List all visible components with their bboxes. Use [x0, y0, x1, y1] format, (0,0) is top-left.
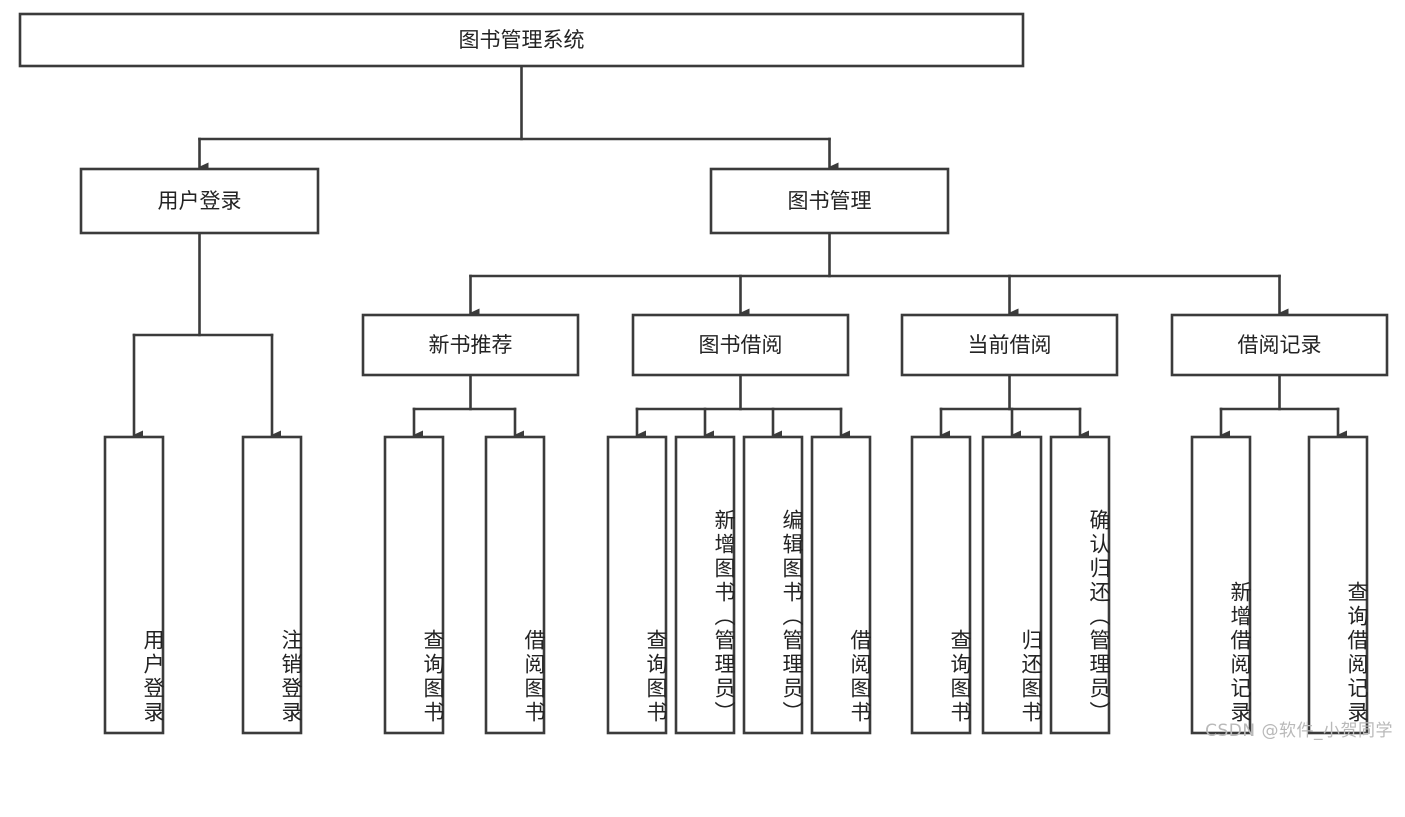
- node-book-borrow[interactable]: [631, 313, 850, 377]
- node-leaf-query-book-2[interactable]: [606, 435, 668, 735]
- flowchart-canvas: 图书管理系统用户登录图书管理新书推荐图书借阅当前借阅借阅记录 用户登录注销登录查…: [18, 12, 1393, 741]
- node-new-book-recommend-label: 新书推荐: [429, 333, 513, 357]
- node-new-book-recommend[interactable]: [361, 313, 580, 377]
- node-book-borrow-label: 图书借阅: [699, 333, 783, 357]
- node-leaf-add-record[interactable]: [1190, 435, 1252, 735]
- node-user-login-label: 用户登录: [158, 189, 242, 213]
- node-leaf-user-logout[interactable]: [241, 435, 303, 735]
- node-user-login[interactable]: [79, 167, 320, 235]
- connector-layer: [132, 64, 1348, 440]
- node-leaf-query-book-1[interactable]: [383, 435, 445, 735]
- node-leaf-add-book[interactable]: [674, 435, 736, 735]
- watermark-text: CSDN @软件_小贺同学: [1205, 721, 1393, 741]
- node-borrow-record-label: 借阅记录: [1238, 333, 1322, 357]
- node-current-borrow-label: 当前借阅: [968, 333, 1052, 357]
- node-book-manage[interactable]: [709, 167, 950, 235]
- node-root-label: 图书管理系统: [459, 28, 585, 52]
- node-root[interactable]: [18, 12, 1025, 68]
- node-borrow-record[interactable]: [1170, 313, 1389, 377]
- node-book-manage-label: 图书管理: [788, 189, 872, 213]
- node-leaf-query-record[interactable]: [1307, 435, 1369, 735]
- node-leaf-return-book[interactable]: [981, 435, 1043, 735]
- node-leaf-user-login[interactable]: [103, 435, 165, 735]
- node-leaf-query-book-3[interactable]: [910, 435, 972, 735]
- node-leaf-edit-book[interactable]: [742, 435, 804, 735]
- node-current-borrow[interactable]: [900, 313, 1119, 377]
- node-leaf-borrow-book-2[interactable]: [810, 435, 872, 735]
- node-leaf-confirm-return[interactable]: [1049, 435, 1111, 735]
- node-leaf-borrow-book-1[interactable]: [484, 435, 546, 735]
